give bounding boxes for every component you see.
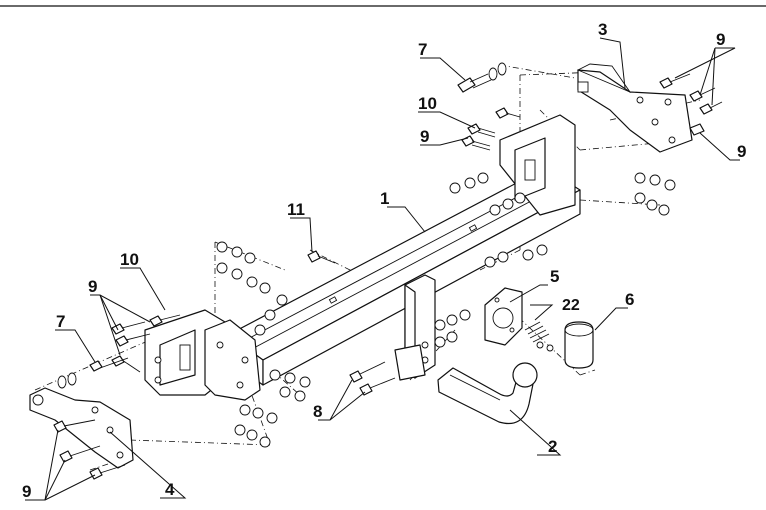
label-part-7-top: 7 [418,40,427,59]
label-part-10-left: 10 [120,250,139,269]
socket-assembly [484,287,594,369]
label-part-2: 2 [548,437,557,456]
label-part-4: 4 [165,480,175,499]
label-part-10-top: 10 [418,94,437,113]
part-labels: 1 2 3 4 5 6 7 7 8 9 9 9 9 9 10 10 11 22 [22,20,746,501]
label-part-1: 1 [380,189,389,208]
label-part-8: 8 [313,402,322,421]
label-part-11: 11 [287,200,305,219]
label-part-3: 3 [598,20,607,39]
left-side-bracket [29,309,261,469]
label-part-9-bottom-left: 9 [22,482,31,501]
tow-ball-neck [437,362,538,425]
fasteners [53,62,723,480]
right-side-bracket [499,63,693,216]
label-part-5: 5 [550,267,559,286]
label-part-9-top-right: 9 [716,30,725,49]
label-part-9-right: 9 [737,142,746,161]
label-part-7-left: 7 [56,312,65,331]
label-part-9-left: 9 [88,277,97,296]
ball-mount-bracket [394,274,436,381]
label-part-6: 6 [625,290,634,309]
label-part-22: 22 [562,297,580,314]
label-part-9-top: 9 [420,127,429,146]
leader-lines [25,37,740,501]
